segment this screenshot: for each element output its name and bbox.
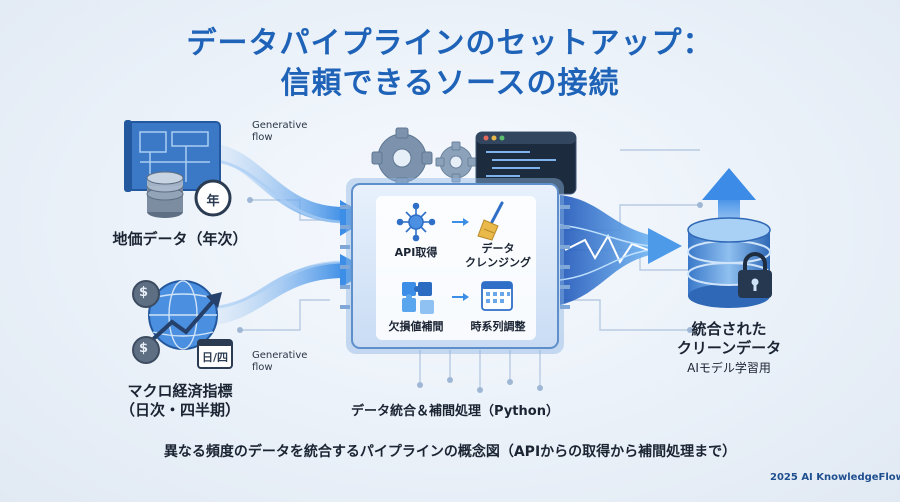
step-cleansing-label-1: データ: [481, 242, 515, 255]
page-title-line2: 信頼できるソースの接続: [280, 66, 620, 101]
clock-icon: [194, 179, 232, 217]
dollar-coin-icon: [132, 280, 160, 364]
coin-stack-icon: [146, 171, 184, 218]
arrow-right-icon-2: [452, 293, 469, 301]
step-timeseries-label: 時系列調整: [470, 320, 526, 333]
flow-label-bottom-line1: Generative: [252, 350, 308, 361]
calendar-freq-text: 日/四: [201, 351, 229, 364]
flow-label-top-line1: Generative: [252, 120, 308, 131]
output-flow-arrow: [559, 195, 682, 305]
step-imputation-label: 欠損値補間: [388, 320, 444, 333]
gear-small-icon: [435, 141, 477, 183]
macro-label-line2: （日次・四半期）: [119, 401, 240, 419]
puzzle-icon: [402, 282, 434, 314]
step-api-label: API取得: [394, 246, 438, 259]
diagram-caption: 異なる頻度のデータを統合するパイプラインの概念図（APIからの取得から補間処理ま…: [163, 444, 737, 460]
calendar-icon: [481, 281, 513, 311]
broom-icon: [477, 201, 504, 241]
page-title-line1: データパイプラインのセットアップ：: [186, 26, 714, 61]
trend-up-arrow-icon: [148, 292, 222, 344]
macro-label-line1: マクロ経済指標: [127, 382, 233, 400]
lock-icon: [738, 252, 772, 298]
pipeline-label: データ統合＆補間処理（Python）: [351, 404, 559, 419]
flow-label-top-line2: flow: [252, 132, 273, 143]
blueprint-map-icon: [124, 120, 221, 192]
flow-label-bottom-line2: flow: [252, 362, 273, 373]
code-window-icon: [475, 131, 577, 195]
clock-year-text: 年: [206, 194, 220, 209]
dollar-sign-bottom: $: [139, 341, 149, 356]
footer-credit: 2025 AI KnowledgeFlow: [770, 472, 900, 483]
step-cleansing-label-2: クレンジング: [465, 256, 531, 269]
dollar-sign-top: $: [139, 285, 149, 300]
output-label-line3: AIモデル学習用: [687, 361, 771, 375]
land-price-label: 地価データ（年次）: [112, 230, 248, 248]
output-label-line1: 統合された: [691, 320, 767, 338]
output-label-line2: クリーンデータ: [676, 339, 782, 357]
gear-icon: [371, 127, 433, 189]
network-hub-icon: [396, 202, 436, 242]
calendar-small-icon: [197, 339, 233, 369]
arrow-right-icon: [452, 218, 469, 226]
